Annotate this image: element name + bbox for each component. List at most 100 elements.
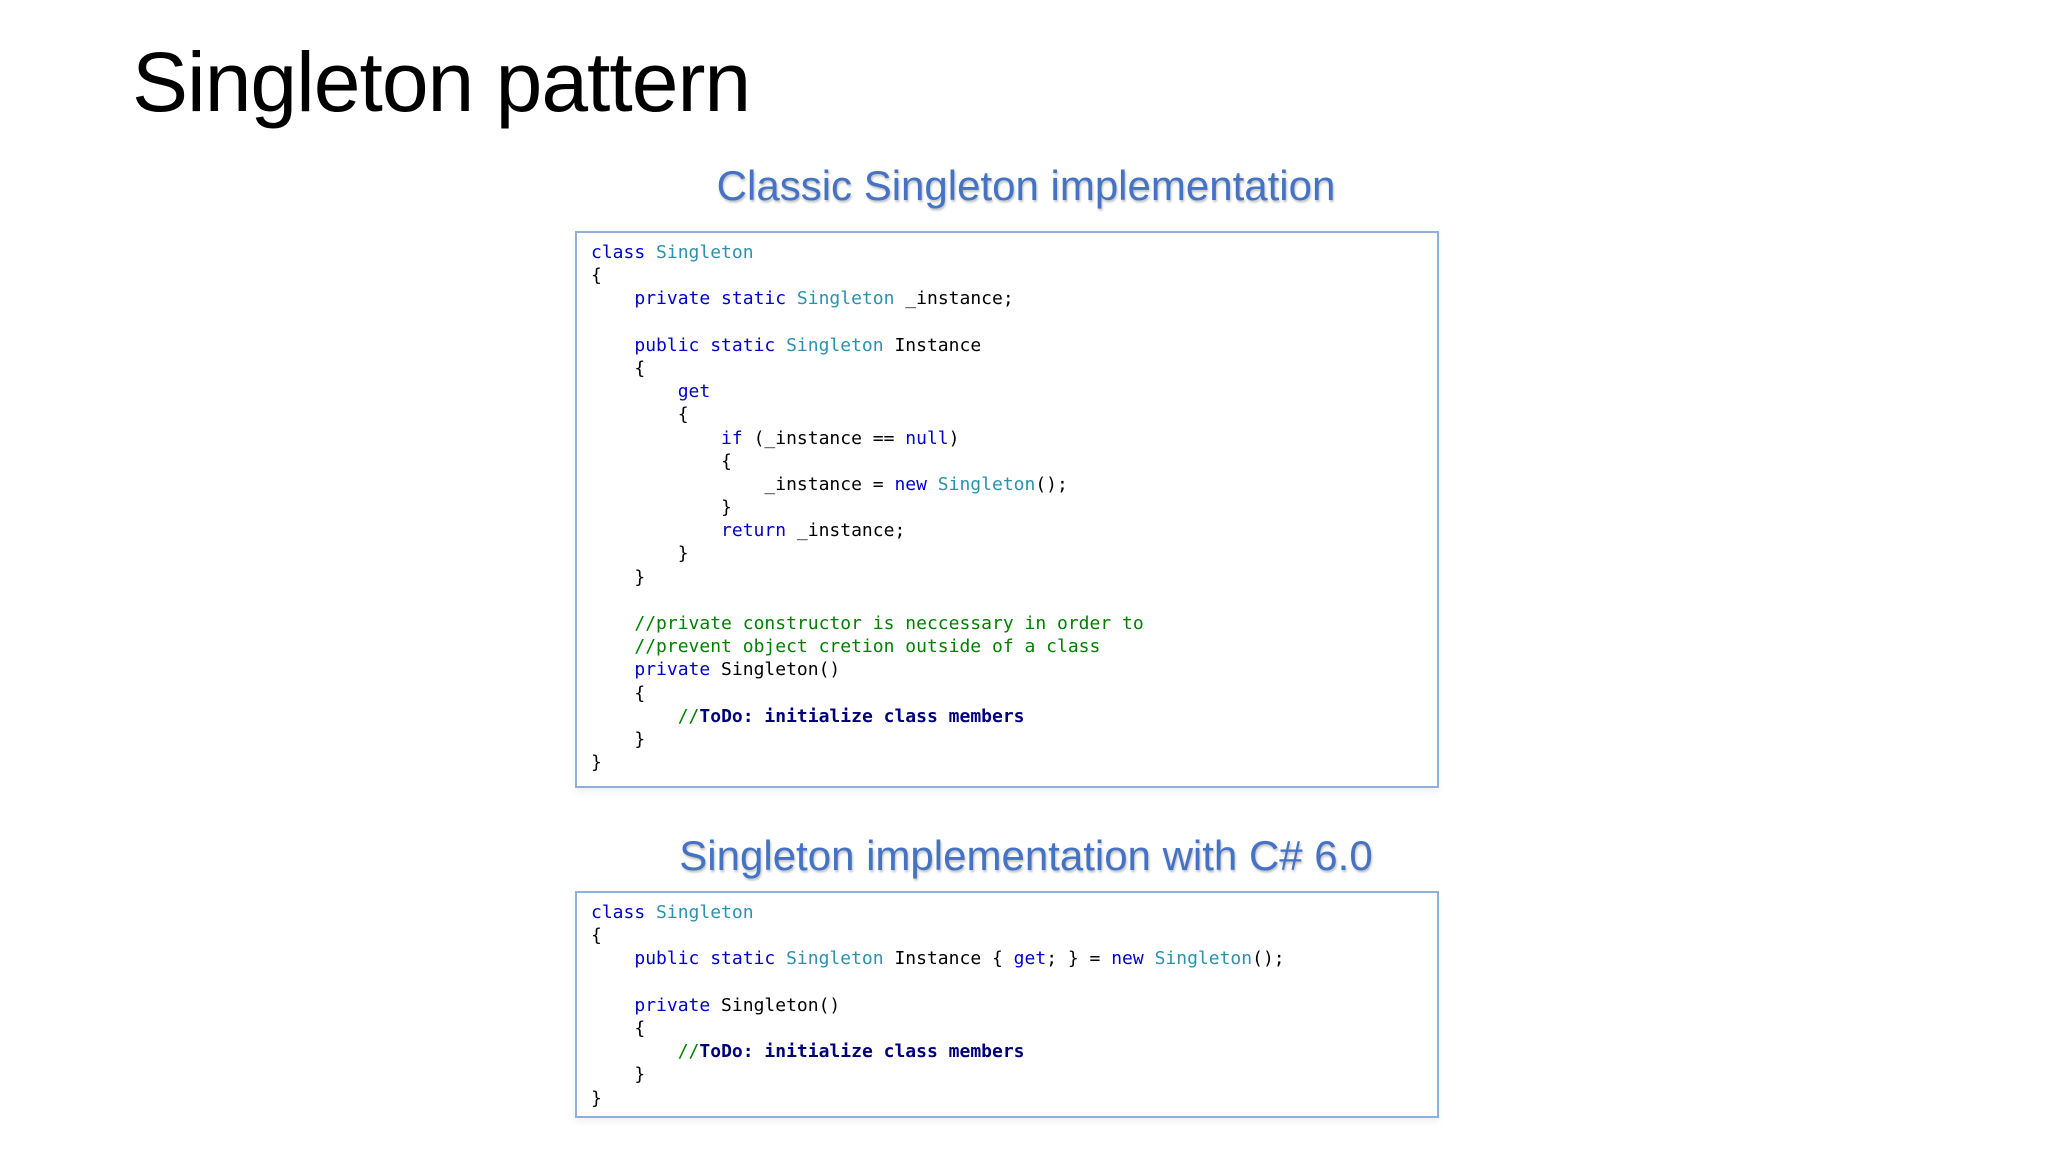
code-text: ; } = bbox=[1046, 948, 1112, 970]
code-todo: ToDo: initialize class members bbox=[699, 705, 1025, 727]
code-line: } bbox=[591, 728, 1423, 751]
code-line: if (_instance == null) bbox=[591, 427, 1423, 450]
code-text: } bbox=[591, 1064, 646, 1086]
code-text: } bbox=[591, 543, 689, 565]
code-keyword: new bbox=[894, 473, 938, 495]
code-type: Singleton bbox=[786, 334, 884, 356]
code-text: (); bbox=[1252, 948, 1285, 970]
code-comment: // bbox=[677, 1041, 700, 1063]
code-text bbox=[591, 520, 721, 541]
code-text: { bbox=[591, 357, 646, 379]
code-todo: ToDo: initialize class members bbox=[699, 1041, 1025, 1063]
code-text: } bbox=[591, 497, 732, 519]
code-line: class Singleton bbox=[591, 901, 1423, 924]
code-keyword: null bbox=[905, 427, 949, 449]
code-line: { bbox=[591, 403, 1423, 426]
code-block-csharp6: class Singleton{ public static Singleton… bbox=[577, 893, 1437, 1118]
code-text bbox=[591, 706, 678, 727]
code-line: { bbox=[591, 682, 1423, 705]
code-box-csharp6: class Singleton{ public static Singleton… bbox=[575, 891, 1439, 1118]
code-text: { bbox=[591, 1017, 646, 1039]
code-text: { bbox=[591, 450, 732, 472]
code-line: } bbox=[591, 751, 1423, 774]
code-text bbox=[591, 335, 634, 356]
code-comment: //private constructor is neccessary in o… bbox=[634, 613, 1144, 634]
code-text: } bbox=[591, 728, 646, 750]
code-line: //ToDo: initialize class members bbox=[591, 1040, 1423, 1063]
code-text: Singleton() bbox=[710, 994, 841, 1016]
code-text: } bbox=[591, 566, 646, 588]
code-block-classic: class Singleton{ private static Singleto… bbox=[577, 233, 1437, 782]
code-line bbox=[591, 971, 1423, 994]
code-keyword: get bbox=[677, 381, 711, 403]
code-text bbox=[591, 613, 634, 634]
code-comment: //prevent object cretion outside of a cl… bbox=[634, 636, 1101, 658]
code-text: Instance bbox=[883, 334, 982, 356]
code-line: } bbox=[591, 566, 1423, 589]
code-text: } bbox=[591, 1087, 602, 1109]
code-line: return _instance; bbox=[591, 519, 1423, 542]
code-text: _instance = bbox=[591, 473, 895, 495]
section-heading-classic: Classic Singleton implementation bbox=[716, 162, 1336, 209]
code-text: _instance; bbox=[786, 520, 906, 542]
section-heading-csharp6: Singleton implementation with C# 6.0 bbox=[679, 832, 1373, 879]
code-line: public static Singleton Instance bbox=[591, 334, 1423, 357]
code-text bbox=[591, 995, 634, 1016]
code-line: } bbox=[591, 542, 1423, 565]
code-line: class Singleton bbox=[591, 241, 1423, 264]
code-line: private Singleton() bbox=[591, 994, 1423, 1017]
code-type: Singleton bbox=[796, 288, 895, 310]
code-keyword: public static bbox=[634, 948, 787, 970]
code-line: } bbox=[591, 1063, 1423, 1086]
code-keyword: class bbox=[591, 242, 657, 263]
code-line: private Singleton() bbox=[591, 658, 1423, 681]
code-text bbox=[591, 1041, 678, 1062]
code-keyword: private bbox=[634, 659, 711, 681]
code-keyword: private static bbox=[634, 288, 797, 310]
code-line: get bbox=[591, 380, 1423, 403]
code-keyword: private bbox=[634, 994, 711, 1016]
code-keyword: if bbox=[721, 427, 743, 449]
code-text: { bbox=[591, 404, 689, 426]
code-line: { bbox=[591, 1017, 1423, 1040]
code-line: _instance = new Singleton(); bbox=[591, 473, 1423, 496]
code-line bbox=[591, 589, 1423, 612]
code-text: ) bbox=[948, 427, 960, 449]
code-text bbox=[591, 288, 634, 309]
code-text: { bbox=[591, 265, 602, 287]
code-text: Singleton() bbox=[710, 659, 841, 681]
code-line: //prevent object cretion outside of a cl… bbox=[591, 635, 1423, 658]
code-text bbox=[591, 948, 634, 969]
code-type: Singleton bbox=[1154, 948, 1253, 970]
code-line: { bbox=[591, 450, 1423, 473]
code-line: } bbox=[591, 1087, 1423, 1110]
code-line: { bbox=[591, 924, 1423, 947]
code-line: } bbox=[591, 496, 1423, 519]
code-line bbox=[591, 311, 1423, 334]
code-text bbox=[591, 659, 634, 680]
code-keyword: new bbox=[1111, 948, 1155, 970]
code-line: private static Singleton _instance; bbox=[591, 287, 1423, 310]
code-text: (); bbox=[1035, 473, 1068, 495]
code-keyword: class bbox=[591, 902, 657, 923]
code-text bbox=[591, 636, 634, 657]
code-type: Singleton bbox=[656, 902, 754, 923]
code-line: { bbox=[591, 264, 1423, 287]
code-keyword: get bbox=[1013, 948, 1047, 970]
code-line: //ToDo: initialize class members bbox=[591, 705, 1423, 728]
code-line: //private constructor is neccessary in o… bbox=[591, 612, 1423, 635]
code-text: } bbox=[591, 752, 602, 774]
code-text: { bbox=[591, 925, 602, 947]
code-text: Instance { bbox=[883, 948, 1014, 970]
code-text: _instance; bbox=[894, 288, 1014, 310]
code-line: public static Singleton Instance { get; … bbox=[591, 947, 1423, 970]
code-keyword: public static bbox=[634, 334, 787, 356]
code-line: { bbox=[591, 357, 1423, 380]
code-text: { bbox=[591, 682, 646, 704]
code-keyword: return bbox=[721, 520, 787, 542]
code-type: Singleton bbox=[937, 473, 1036, 495]
code-text bbox=[591, 381, 678, 402]
slide-title: Singleton pattern bbox=[132, 35, 751, 129]
code-text: (_instance == bbox=[742, 427, 906, 449]
code-type: Singleton bbox=[786, 948, 884, 970]
